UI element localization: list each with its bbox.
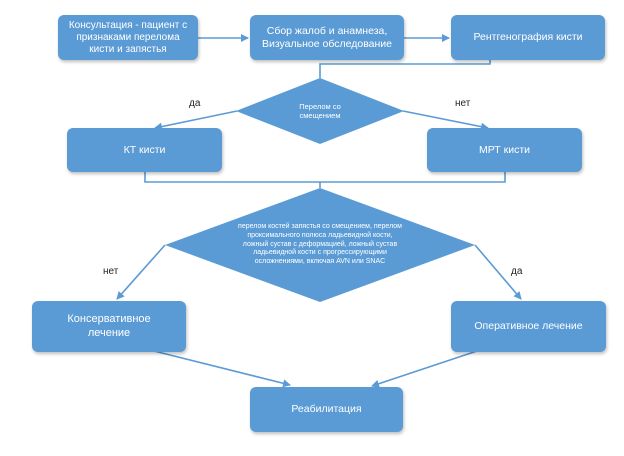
edge-label-surgery-no: нет [103,266,119,277]
node-conservative-label: Консервативное лечение [67,313,151,339]
node-history-exam: Сбор жалоб и анамнеза, Визуальное обслед… [250,15,404,60]
edge-label-displacement-yes: да [189,98,201,109]
edge-ct-mri-merge [144,172,506,183]
node-surgical: Оперативное лечение [451,301,606,352]
node-mri: МРТ кисти [427,128,582,172]
decision-displacement-label: Перелом со смещением [299,101,341,120]
edge-decision-no-to-mri [402,110,489,131]
node-rehabilitation: Реабилитация [250,387,403,432]
node-ct: КТ кисти [67,128,222,172]
edge-decision-yes-to-ct [154,110,238,131]
decision-diamond-surgery [165,188,475,302]
decision-diamond-displacement [236,78,404,144]
node-consultation-label: Консультация - пациент с признаками пере… [68,19,188,55]
edge-decision-no-to-conservative [116,244,166,300]
node-consultation: Консультация - пациент с признаками пере… [58,15,198,60]
node-rehabilitation-label: Реабилитация [291,403,362,416]
node-xray-label: Рентгенография кисти [473,31,583,44]
node-history-exam-label: Сбор жалоб и анамнеза, Визуальное обслед… [261,24,393,50]
node-surgical-label: Оперативное лечение [474,320,583,333]
edge-label-surgery-yes: да [511,266,523,277]
node-ct-label: КТ кисти [123,143,166,156]
node-mri-label: МРТ кисти [479,143,530,156]
edge-xray-to-decision [319,60,491,78]
edge-decision-yes-to-surgical [474,244,522,300]
edge-label-displacement-no: нет [455,98,471,109]
decision-surgery-label: перелом костей запястья со смещением, пе… [238,223,402,266]
edge-conservative-to-rehab [149,349,291,388]
node-conservative: Консервативное лечение [32,301,186,352]
edge-surgical-to-rehab [371,349,481,388]
node-xray: Рентгенография кисти [451,15,605,60]
